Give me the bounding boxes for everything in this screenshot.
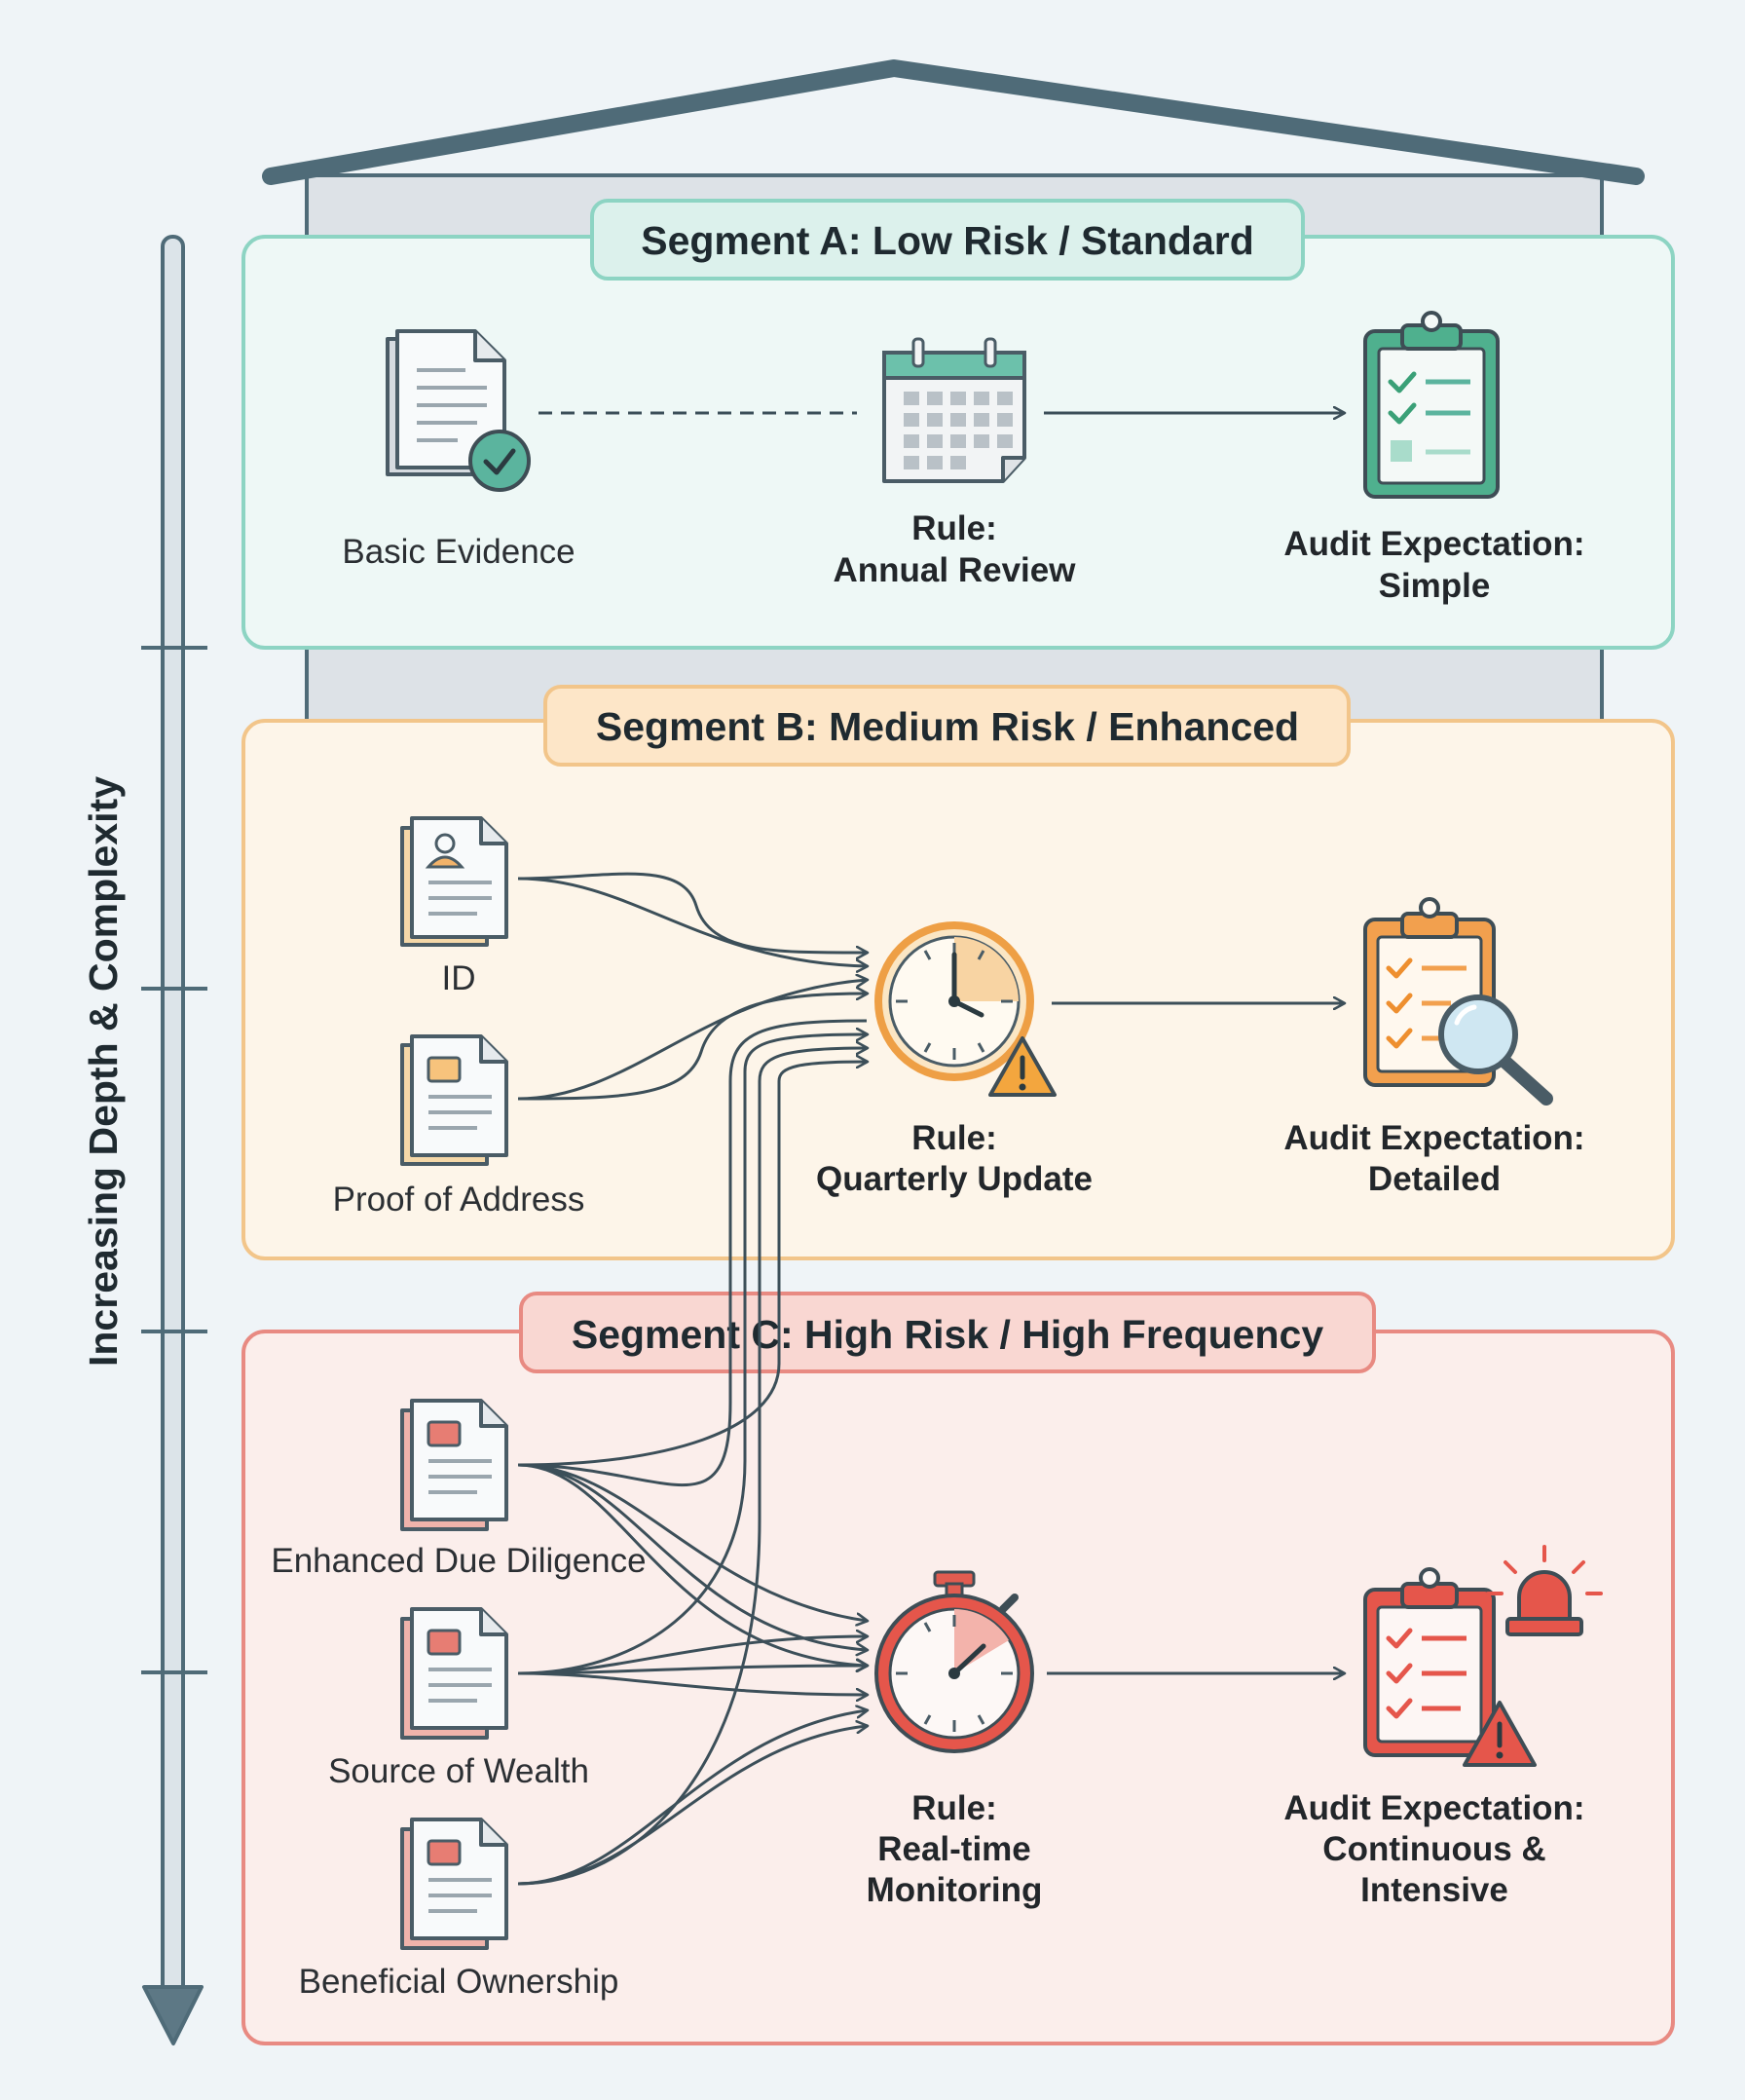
id-document-icon — [400, 816, 508, 947]
evidence-label: Source of Wealth — [328, 1752, 589, 1790]
segment-a: Segment A: Low Risk / Standard Basic Evi… — [241, 199, 1675, 650]
evidence-label: Basic Evidence — [342, 533, 575, 571]
rule-name: Quarterly Update — [816, 1160, 1093, 1198]
clock-warning-icon — [874, 921, 1057, 1097]
rule-label: Rule: — [911, 1119, 997, 1157]
audit-value: Continuous & — [1322, 1830, 1545, 1868]
axis-label: Increasing Depth & Complexity — [81, 776, 126, 1367]
clipboard-magnifier-icon — [1363, 897, 1553, 1106]
evidence-label: ID — [442, 959, 476, 997]
audit-value-2: Intensive — [1360, 1871, 1508, 1909]
evidence-connectors — [517, 872, 867, 1101]
evidence-label: Enhanced Due Diligence — [271, 1542, 646, 1580]
rule-name: Annual Review — [834, 551, 1077, 589]
evidence-label: Beneficial Ownership — [299, 1963, 619, 2001]
document-check-icon — [386, 329, 531, 492]
document-icon — [400, 1607, 508, 1740]
audit-value: Simple — [1379, 567, 1491, 605]
clipboard-alarm-icon — [1363, 1545, 1603, 1767]
rule-label: Rule: — [911, 509, 997, 547]
rule-label: Rule: — [911, 1789, 997, 1827]
segment-a-title: Segment A: Low Risk / Standard — [641, 218, 1254, 263]
rule-name-2: Monitoring — [867, 1871, 1043, 1909]
calendar-icon — [882, 337, 1026, 483]
stopwatch-icon — [874, 1570, 1034, 1753]
audit-value: Detailed — [1368, 1160, 1501, 1198]
segment-b: Segment B: Medium Risk / Enhanced ID Pro… — [241, 685, 1675, 1260]
segment-b-title: Segment B: Medium Risk / Enhanced — [596, 704, 1299, 749]
audit-label: Audit Expectation: — [1283, 1119, 1584, 1157]
document-icon — [400, 1818, 508, 1950]
segment-c-title: Segment C: High Risk / High Frequency — [572, 1312, 1323, 1357]
audit-label: Audit Expectation: — [1283, 525, 1584, 563]
clipboard-checklist-icon — [1363, 311, 1500, 499]
audit-label: Audit Expectation: — [1283, 1789, 1584, 1827]
document-icon — [400, 1399, 508, 1531]
evidence-label: Proof of Address — [333, 1181, 585, 1219]
evidence-connectors-c — [517, 1463, 867, 1886]
complexity-axis: Increasing Depth & Complexity — [81, 235, 207, 2045]
rule-name: Real-time — [877, 1830, 1031, 1868]
address-document-icon — [400, 1034, 508, 1166]
